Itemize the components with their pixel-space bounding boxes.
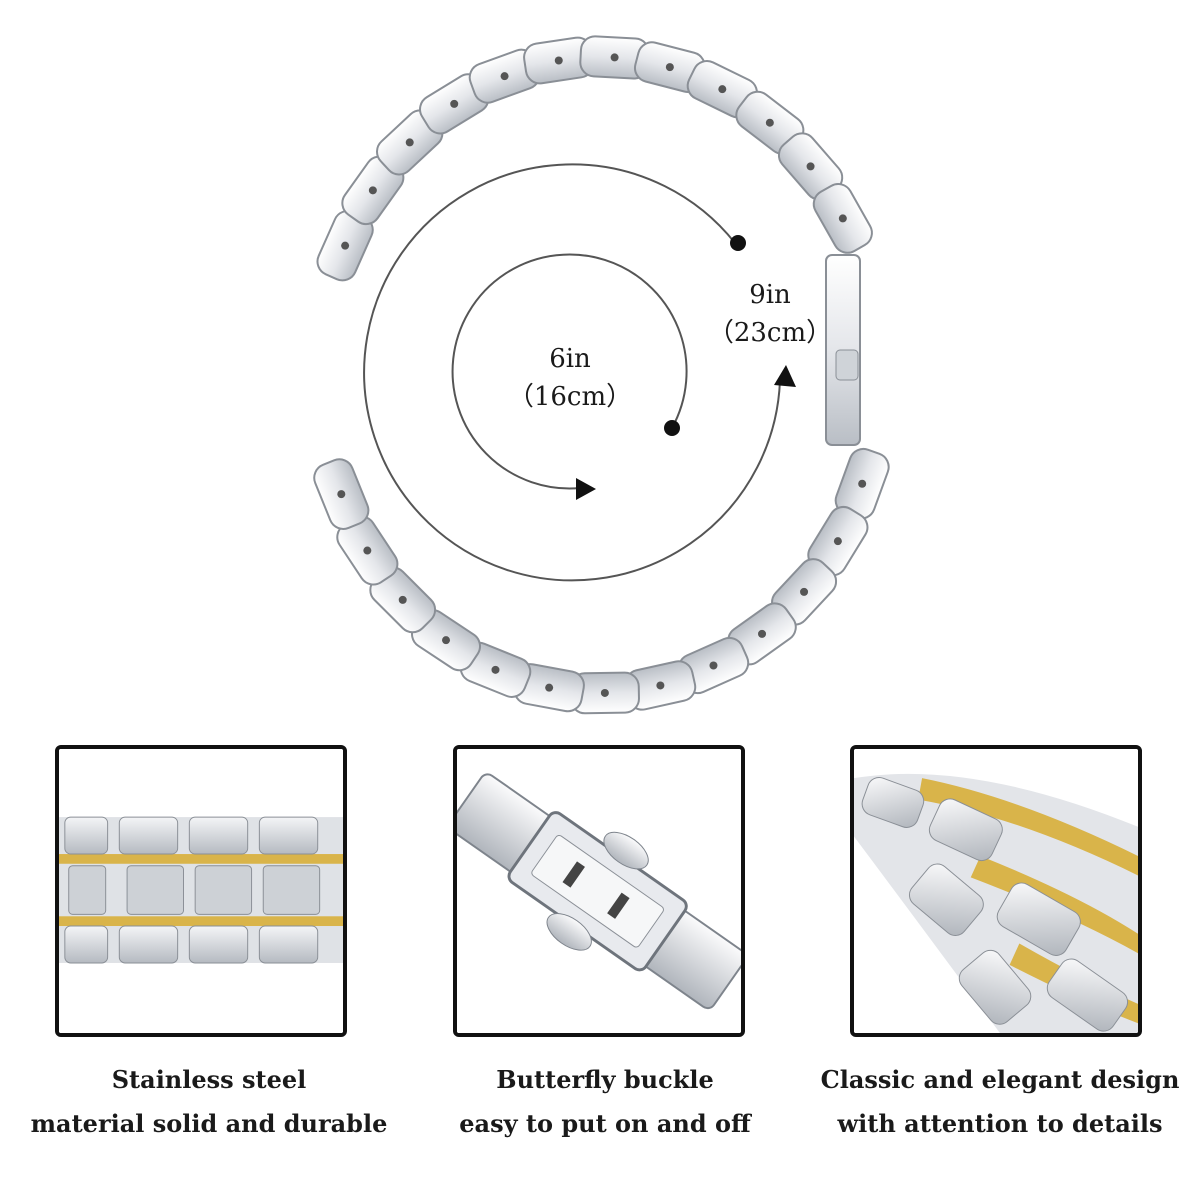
caption-line-2: material solid and durable xyxy=(30,1109,388,1138)
large-size-inches: 9in xyxy=(749,280,791,310)
link-pin xyxy=(758,629,767,638)
feature-caption-butterfly-buckle: Butterfly buckle easy to put on and off xyxy=(405,1058,805,1146)
link-pin xyxy=(554,56,563,65)
two-tone-links xyxy=(854,773,1138,1033)
caption-line-1: Classic and elegant design xyxy=(820,1065,1180,1094)
caption-line-1: Stainless steel xyxy=(111,1065,307,1094)
butterfly-buckle-closeup xyxy=(453,745,745,1037)
link-pin xyxy=(368,186,377,195)
link-pin xyxy=(765,118,774,127)
link-pin xyxy=(545,683,554,692)
link-pin xyxy=(806,162,815,171)
link-pin xyxy=(838,214,847,223)
large-size-arc xyxy=(363,163,781,582)
butterfly-buckle xyxy=(825,254,861,446)
link-pin xyxy=(491,665,500,674)
small-size-start-dot xyxy=(664,420,680,436)
feature-caption-classic-design: Classic and elegant design with attentio… xyxy=(800,1058,1200,1146)
link-pin xyxy=(858,479,867,488)
large-size-label: 9in （23cm） xyxy=(680,276,860,352)
caption-line-1: Butterfly buckle xyxy=(496,1065,714,1094)
design-detail-closeup xyxy=(850,745,1142,1037)
buckle-body xyxy=(457,773,741,1010)
stainless-steel-closeup xyxy=(55,745,347,1037)
small-size-label: 6in （16cm） xyxy=(480,340,660,416)
small-size-inches: 6in xyxy=(549,344,591,374)
link-pin xyxy=(405,138,414,147)
small-size-cm: （16cm） xyxy=(507,382,633,412)
link-pin xyxy=(833,537,842,546)
bracelet-links xyxy=(313,35,890,715)
link-pin xyxy=(800,587,809,596)
link-pin xyxy=(363,546,372,555)
link-pin xyxy=(600,688,609,697)
large-size-start-dot xyxy=(730,235,746,251)
feature-caption-stainless-steel: Stainless steel material solid and durab… xyxy=(9,1058,409,1146)
large-size-cm: （23cm） xyxy=(707,318,833,348)
small-size-arc xyxy=(451,253,688,490)
caption-line-2: easy to put on and off xyxy=(459,1109,751,1138)
bracelet-size-illustration xyxy=(313,35,890,715)
link-pin xyxy=(398,595,407,604)
steel-links-row xyxy=(59,816,343,964)
small-size-arrow xyxy=(576,478,596,500)
link-pin xyxy=(610,53,619,62)
link-pin xyxy=(500,72,509,81)
link-pin xyxy=(337,490,346,499)
caption-line-2: with attention to details xyxy=(837,1109,1163,1138)
large-size-arrow xyxy=(774,365,796,387)
link-pin xyxy=(450,99,459,108)
link-pin xyxy=(341,241,350,250)
link-pin xyxy=(665,63,674,72)
link-pin xyxy=(718,85,727,94)
link-pin xyxy=(709,661,718,670)
link-pin xyxy=(656,681,665,690)
link-pin xyxy=(442,636,451,645)
